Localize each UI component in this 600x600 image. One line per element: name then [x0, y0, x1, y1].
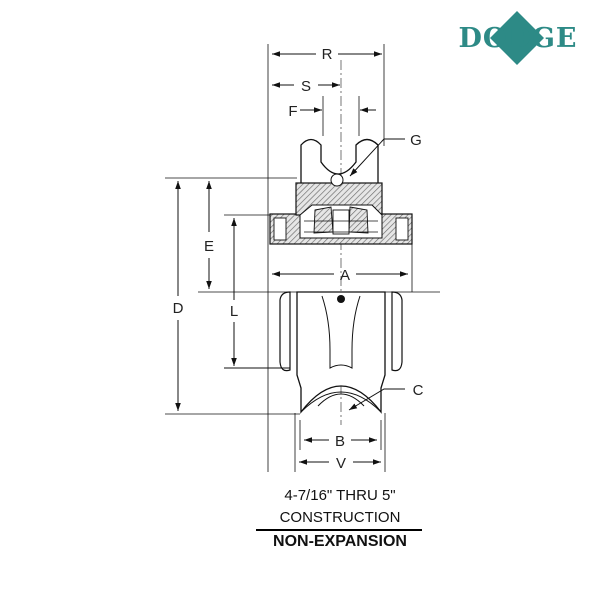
dim-label-v: V [336, 455, 346, 472]
dim-label-r: R [322, 46, 333, 63]
top-ears [300, 138, 379, 183]
dim-label-g: G [410, 132, 422, 149]
dim-label-b: B [335, 433, 345, 450]
dimension-lines [175, 51, 408, 465]
dim-label-d: D [173, 300, 184, 317]
extension-lines [165, 44, 440, 472]
dim-label-s: S [301, 78, 311, 95]
logo-text: DODGE [459, 23, 578, 54]
dim-label-f: F [288, 103, 297, 120]
dim-label-e: E [204, 238, 214, 255]
caption-divider [256, 529, 422, 531]
caption-size-range: 4-7/16" THRU 5" [284, 487, 396, 504]
dim-label-a: A [340, 267, 350, 284]
logo-diamond [490, 11, 544, 65]
dodge-logo: DODGE [459, 11, 578, 65]
caption-non-expansion: NON-EXPANSION [273, 533, 407, 550]
dim-label-l: L [230, 303, 238, 320]
housing-section [269, 173, 413, 245]
dim-label-c: C [413, 382, 424, 399]
caption-construction: CONSTRUCTION [279, 509, 401, 526]
dimension-labels: R S F G D E L A C B V [173, 46, 424, 472]
takeup-body [279, 291, 403, 414]
